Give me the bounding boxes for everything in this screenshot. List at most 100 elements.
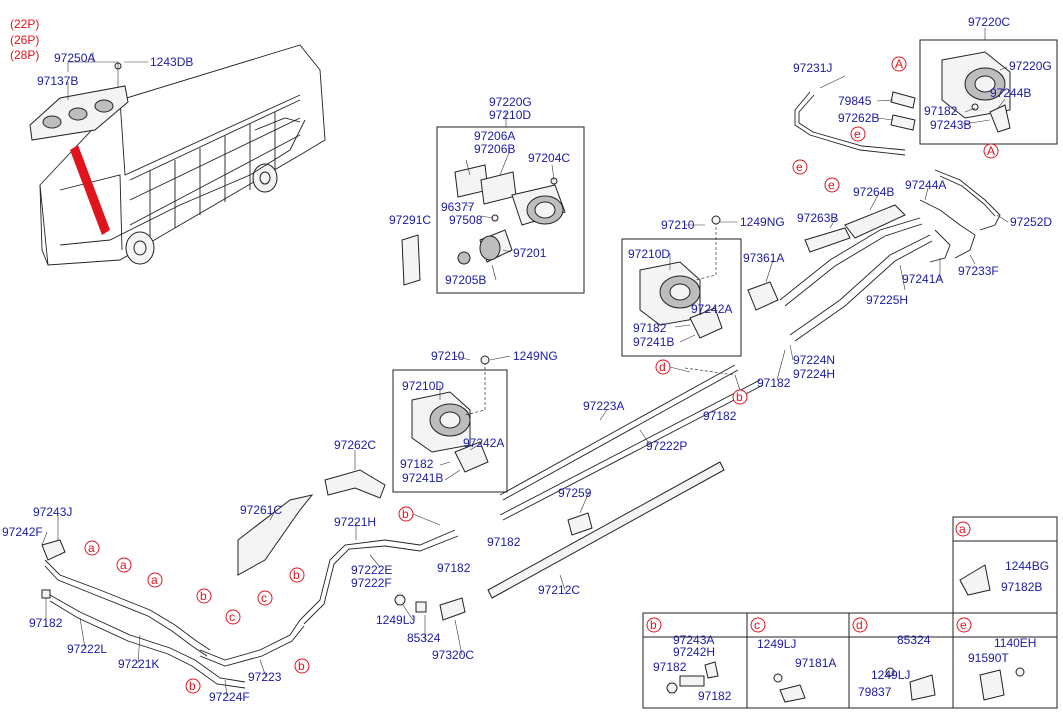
part-label: 97182 [653,660,687,674]
part-label: 97261C [240,503,282,517]
part-label: 91590T [968,651,1009,665]
callout-letter: c [261,591,267,605]
part-label: 1244BG [1005,559,1049,573]
part-label: 97225H [866,293,908,307]
part-label: 97182 [924,104,958,118]
callout-letter: c [229,610,235,624]
unit-assembly-box-mid [392,369,508,493]
pipe-assembly-lower [199,529,466,667]
unit-assembly-box-top [436,126,585,294]
callout-letter: a [88,541,95,555]
part-label: 97243B [930,118,971,132]
part-label: 97508 [449,213,483,227]
callout-letter: b [298,659,305,673]
callout-letter: b [293,568,300,582]
variant-label-22p: (22P) [10,17,39,31]
variant-label-26p: (26P) [10,33,39,47]
part-label: 97233F [958,264,999,278]
part-label: 97241A [902,272,943,286]
part-label: 97220G [1009,59,1052,73]
unit-assembly-mid-right [639,215,723,339]
part-label: 97210 [661,218,695,232]
part-label: 97222E [351,563,392,577]
part-label: 97243A [673,633,714,647]
part-label: 1243DB [150,55,193,69]
part-label: 97212C [538,583,580,597]
part-label: 97262C [334,438,376,452]
part-label: 97182B [1001,580,1042,594]
part-label: 97231J [793,61,832,75]
part-label: 97222F [351,576,392,590]
duct-assembly-right [747,204,933,342]
part-label: 97182 [437,561,471,575]
part-label: 97182 [757,376,791,390]
detail-box-e [952,612,1058,709]
callout-letter: e [796,160,803,174]
leader-lines [41,28,1009,697]
detail-labels: a 1244BG 97182B b 97243A 97242H 97182 97… [650,522,1049,703]
bus-illustration [29,44,326,266]
part-label: 97242A [463,436,504,450]
part-label: 97201 [513,246,547,260]
part-label: 97243J [33,505,72,519]
part-label: 97205B [445,273,486,287]
bracket-assembly-left [237,469,386,576]
variant-labels: (22P) (26P) (28P) [10,17,39,62]
part-label: 97224N [793,353,835,367]
part-label: 79837 [858,685,892,699]
callout-letters: a a a b c c b b b b b d e e e A A [88,57,995,693]
part-label: 97220C [968,15,1010,29]
part-label: 97259 [558,486,592,500]
part-label: 97204C [528,151,570,165]
part-label: 1249LJ [871,668,910,682]
callout-letter: A [987,144,995,158]
detail-box-letter: d [856,618,863,632]
part-label: 97224F [209,690,250,704]
part-label: 97223A [583,399,624,413]
part-label: 97182 [400,457,434,471]
part-label: 97182 [698,689,732,703]
detail-box-letter: e [960,618,967,632]
part-label: 97210D [489,108,531,122]
detail-box-letter: b [650,618,657,632]
part-label: 1249LJ [757,637,796,651]
detail-box-letter: a [959,522,966,536]
part-label: 97210D [402,379,444,393]
part-label: 96377 [441,200,475,214]
part-label: 97320C [432,648,474,662]
part-label: 97244B [990,86,1031,100]
detail-box-letter: c [754,618,760,632]
part-label: 97250A [54,51,95,65]
part-labels: 97250A 97137B 1243DB 97220G 97210D 97206… [2,15,1052,704]
unit-assembly-right [941,51,1011,133]
part-label: 97220G [489,95,532,109]
part-label: 1249LJ [376,613,415,627]
part-label: 97182 [29,616,63,630]
part-label: 97210D [628,247,670,261]
unit-assembly-box-mid-right [621,238,742,357]
part-label: 97222L [67,642,107,656]
part-label: 97242H [673,645,715,659]
part-label: 97241B [402,471,443,485]
part-label: 97244A [905,178,946,192]
part-label: 97206A [474,129,515,143]
part-label: 97182 [487,535,521,549]
part-label: 1249NG [513,349,558,363]
part-label: 97210 [431,349,465,363]
detail-box-d [848,612,954,709]
detail-box-a [952,516,1058,614]
part-label: 85324 [897,633,931,647]
part-label: 97262B [838,111,879,125]
part-label: 97242A [691,302,732,316]
callout-letter: d [659,360,666,374]
part-label: 97182 [633,321,667,335]
unit-assembly-top [454,164,566,265]
callout-markers [84,56,999,694]
part-label: 97224H [793,367,835,381]
part-label: 85324 [407,631,441,645]
part-label: 97182 [703,409,737,423]
callout-letter: b [402,507,409,521]
part-label: 97291C [389,213,431,227]
part-label: 97263B [797,211,838,225]
